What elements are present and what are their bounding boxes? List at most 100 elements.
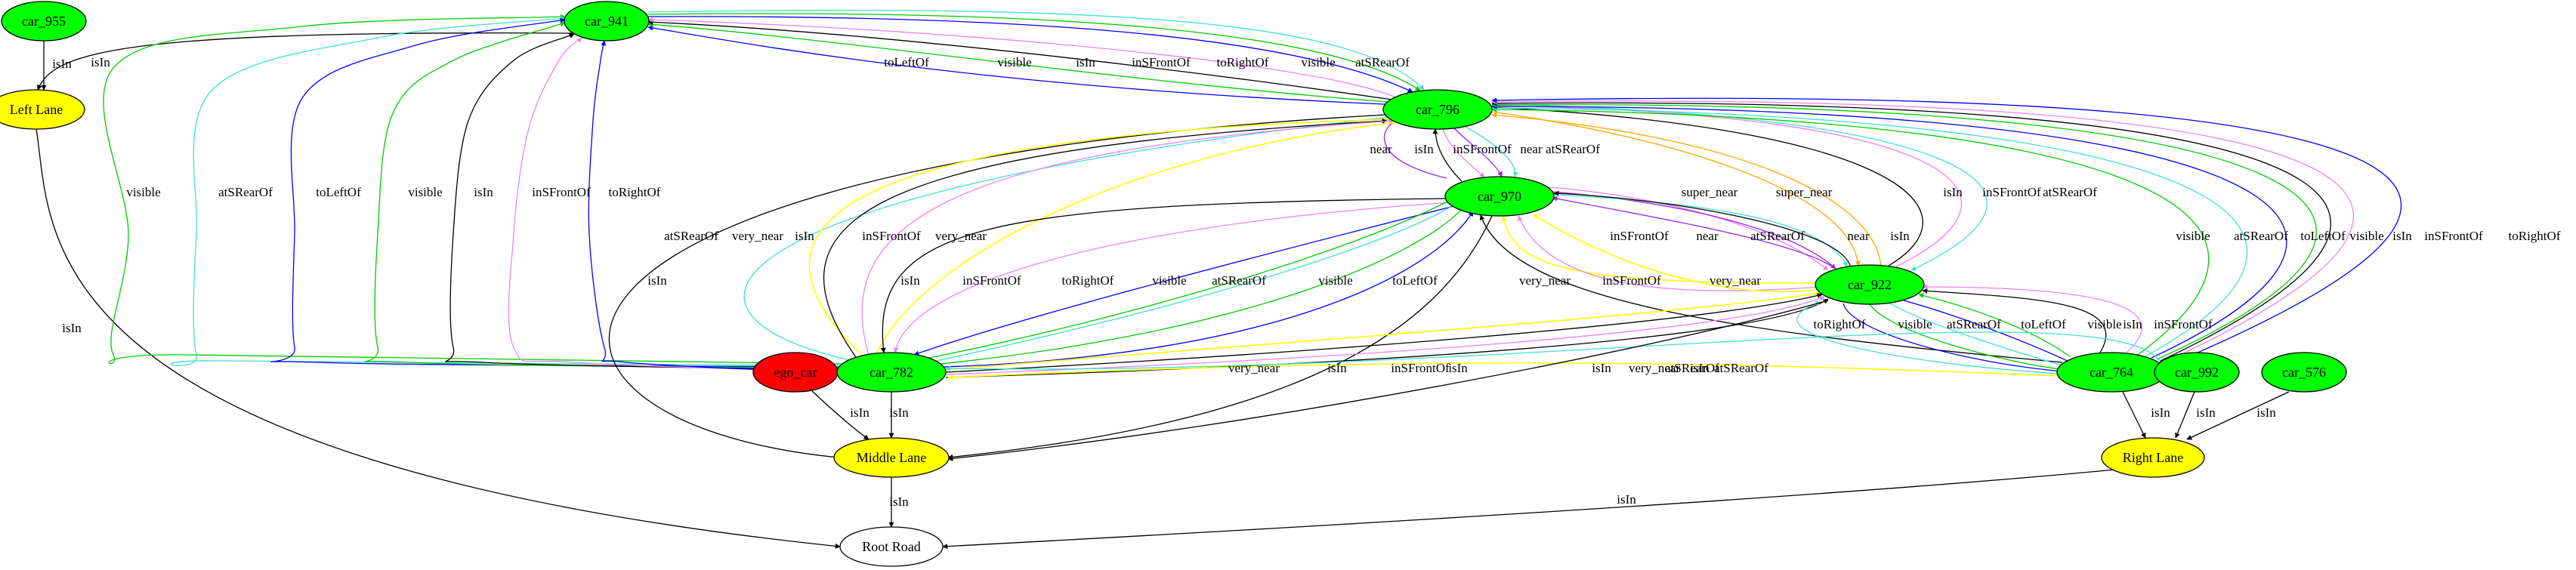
edge-car_796-to-car_922-atSRearOf <box>1491 103 1988 271</box>
edge-label-atSRearOf: atSRearOf <box>218 185 273 199</box>
edge-label-atSRearOf: atSRearOf <box>1212 273 1266 288</box>
node-shape <box>836 352 947 393</box>
edge-car_764-to-car_796-toRightOf <box>1491 97 2402 369</box>
node-label: car_970 <box>1478 189 1521 204</box>
node-shape <box>1382 89 1493 130</box>
edge-car_782-to-car_922-isIn <box>945 298 1829 378</box>
node-label: Middle Lane <box>857 450 926 465</box>
edge-car_922-to-car_764-visible <box>1869 303 2067 372</box>
edge-label-inSFrontOf: inSFrontOf <box>962 273 1021 288</box>
node-label: car_764 <box>2090 365 2133 380</box>
edge-label-very_near: very_near <box>1228 361 1280 375</box>
edge-label-atSRearOf: atSRearOf <box>1546 142 1600 156</box>
edge-label-toLeftOf: toLeftOf <box>2300 229 2346 243</box>
edge-label-inSFrontOf: inSFrontOf <box>1453 142 1512 156</box>
edge-car_922-to-car_970-near <box>1552 196 1836 270</box>
edge-car_764-to-car_922-isIn <box>1922 288 2107 353</box>
edge-label-isIn: isIn <box>2256 405 2276 420</box>
node-shape <box>1444 176 1555 217</box>
edge-car_782-to-car_796-very_near <box>808 116 1391 359</box>
edge-label-isIn: isIn <box>1943 185 1963 199</box>
node-label: car_576 <box>2282 365 2326 380</box>
edge-label-atSRearOf: atSRearOf <box>1947 317 2001 331</box>
node-car-764: car_764 <box>2056 352 2167 393</box>
edge-car_782-to-car_941-visible <box>103 14 843 365</box>
edge-label-isIn: isIn <box>52 57 72 71</box>
edge-label-atSRearOf: atSRearOf <box>2234 229 2288 243</box>
edge-car_782-to-car_796-inSFrontOf <box>861 118 1395 356</box>
node-label: car_922 <box>1848 277 1892 292</box>
edge-car_970-to-car_922-atSRearOf <box>1553 194 1848 267</box>
edge-label-atSRearOf: atSRearOf <box>2043 185 2097 199</box>
node-left-lane: Left Lane <box>0 89 85 130</box>
edge-car_796-to-car_970-near <box>1453 128 1503 177</box>
edge-car_970-to-car_782-isIn <box>880 198 1447 353</box>
edge-label-isIn: isIn <box>1327 361 1347 375</box>
edge-car_922-to-car_764-toRightOf <box>1842 303 2063 374</box>
node-right-lane: Right Lane <box>2101 437 2205 478</box>
edge-label-visible: visible <box>997 55 1031 69</box>
node-label: Right Lane <box>2123 450 2183 465</box>
edge-car_941-to-car_796-atSRearOf <box>647 9 1425 91</box>
node-shape <box>833 437 950 478</box>
edge-car_764-to-car_970-isIn <box>1479 214 2063 363</box>
edge-label-visible: visible <box>126 185 160 199</box>
edge-label-isIn: isIn <box>900 273 920 288</box>
node-car-970: car_970 <box>1444 176 1555 217</box>
edge-car_922-to-car_796-super_near <box>1491 112 1882 267</box>
edge-label-isIn: isIn <box>2151 405 2170 420</box>
edge-label-atSRearOf: atSRearOf <box>1714 361 1768 375</box>
edge-label-inSFrontOf: inSFrontOf <box>1610 229 1669 243</box>
edge-label-toRightOf: toRightOf <box>609 185 661 199</box>
node-label: car_955 <box>22 14 66 29</box>
edge-car_796-to-car_941-toLeftOf <box>647 25 1385 105</box>
node-ego-car: ego_car <box>752 352 839 393</box>
edge-label-visible: visible <box>1898 317 1932 331</box>
node-car-992: car_992 <box>2154 352 2240 393</box>
edge-label-isIn: isIn <box>889 405 909 420</box>
edge-label-isIn: isIn <box>2196 405 2216 420</box>
node-car-576: car_576 <box>2261 352 2347 393</box>
edge-label-atSRearOf: atSRearOf <box>664 229 718 243</box>
edge-label-near: near <box>1696 229 1719 243</box>
edge-car_922-to-car_764-atSRearOf <box>1888 302 2071 369</box>
edge-label-isIn: isIn <box>1617 492 1636 507</box>
edge-label-isIn: isIn <box>1890 229 1910 243</box>
node-car-796: car_796 <box>1382 89 1493 130</box>
edge-car_782-to-car_941-toLeftOf <box>270 17 843 368</box>
node-shape <box>839 526 944 567</box>
edge-left_lane-to-root_road-isIn <box>36 128 841 549</box>
edge-label-atSRearOf: atSRearOf <box>1750 229 1805 243</box>
edge-label-visible: visible <box>2176 229 2210 243</box>
edge-car_796-to-car_941-visible <box>647 21 1389 103</box>
edge-label-super_near: super_near <box>1776 185 1833 199</box>
node-label: car_796 <box>1416 102 1459 117</box>
edge-car_782-to-car_970-visible <box>928 197 1455 359</box>
edge-label-toLeftOf: toLeftOf <box>1392 273 1438 288</box>
edge-label-visible: visible <box>1318 273 1352 288</box>
edge-car_782-to-car_941-visible <box>364 21 843 369</box>
edge-car_922-to-car_970-isIn <box>1553 190 1852 269</box>
edge-label-inSFrontOf: inSFrontOf <box>532 185 591 199</box>
edge-label-isIn: isIn <box>1592 361 1611 375</box>
node-shape <box>2101 437 2205 478</box>
edge-car_764-to-car_796-atSRearOf <box>1491 105 2248 357</box>
edge-car_796-to-car_941-inSFrontOf <box>647 17 1398 99</box>
edge-label-isIn: isIn <box>850 405 869 420</box>
node-shape <box>0 89 85 130</box>
edge-label-inSFrontOf: inSFrontOf <box>1391 361 1450 375</box>
edge-label-visible: visible <box>2349 229 2383 243</box>
node-label: ego_car <box>774 365 817 380</box>
edge-label-isIn: isIn <box>647 273 667 288</box>
edge-label-isIn: isIn <box>2392 229 2412 243</box>
edge-label-isIn: isIn <box>1076 55 1095 69</box>
node-car-941: car_941 <box>564 1 650 42</box>
edge-car_796-to-car_941-isIn <box>647 19 1393 100</box>
node-root-road: Root Road <box>839 526 944 567</box>
edge-car_782-to-car_970-toLeftOf <box>944 211 1474 368</box>
edge-car_782-to-car_970-visible <box>940 205 1466 365</box>
node-shape <box>2261 352 2347 393</box>
edge-car_922-to-middle_lane-isIn <box>947 300 1829 461</box>
